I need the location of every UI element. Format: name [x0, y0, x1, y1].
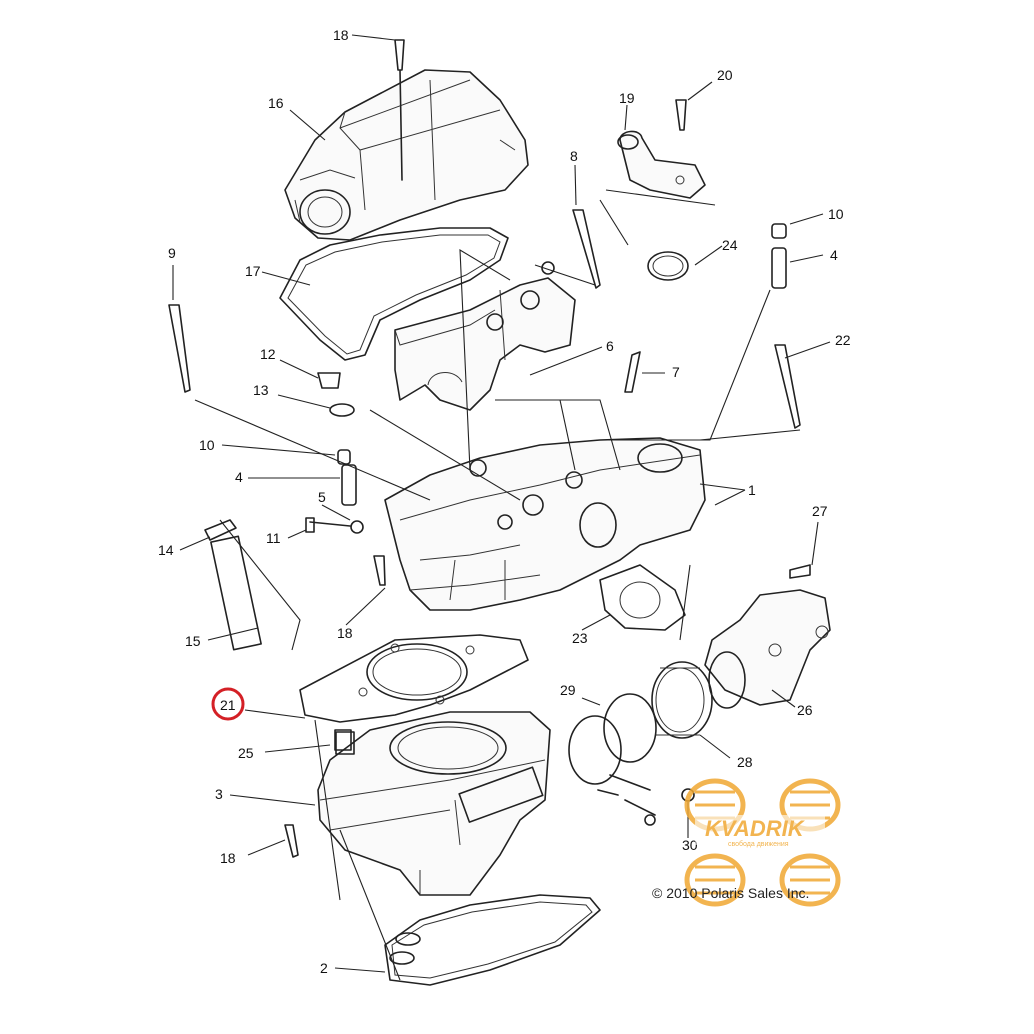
- callout-8: 8: [570, 148, 578, 164]
- piston-rings-part: [568, 693, 657, 785]
- highlight-ring: [211, 687, 245, 721]
- cylinder-part: [317, 711, 551, 896]
- cam-carrier-part: [394, 261, 576, 411]
- callout-30: 30: [682, 837, 698, 853]
- callout-2: 2: [320, 960, 328, 976]
- callout-16: 16: [268, 95, 284, 111]
- callout-3: 3: [215, 786, 223, 802]
- callout-13: 13: [253, 382, 269, 398]
- watermark-tagline: свобода движения: [728, 840, 789, 848]
- callout-18-bottom: 18: [220, 850, 236, 866]
- valve-cover-part: [284, 69, 529, 241]
- piston-part: [651, 661, 713, 739]
- callout-26: 26: [797, 702, 813, 718]
- callout-27: 27: [812, 503, 828, 519]
- callout-22: 22: [835, 332, 851, 348]
- callout-17: 17: [245, 263, 261, 279]
- callout-14: 14: [158, 542, 174, 558]
- callout-4-right: 4: [830, 247, 838, 263]
- callout-10-right: 10: [828, 206, 844, 222]
- callout-9: 9: [168, 245, 176, 261]
- thermostat-housing-part: [617, 130, 706, 199]
- callout-23: 23: [572, 630, 588, 646]
- callout-20: 20: [717, 67, 733, 83]
- callout-18-top: 18: [333, 27, 349, 43]
- callout-1: 1: [748, 482, 756, 498]
- o-ring-part: [647, 251, 689, 281]
- cylinder-head-part: [384, 437, 706, 611]
- intake-gasket-part: [599, 564, 686, 631]
- callout-18-middle: 18: [337, 625, 353, 641]
- callout-6: 6: [606, 338, 614, 354]
- callout-leaders: [172, 34, 831, 973]
- callout-5: 5: [318, 489, 326, 505]
- bolts-and-studs: [168, 39, 811, 858]
- callout-10-left: 10: [199, 437, 215, 453]
- callout-11: 11: [266, 530, 281, 546]
- callout-19: 19: [619, 90, 635, 106]
- callout-28: 28: [737, 754, 753, 770]
- watermark-brand: KVADRIK: [705, 816, 806, 841]
- callout-29: 29: [560, 682, 576, 698]
- callout-24: 24: [722, 237, 738, 253]
- callout-25: 25: [238, 745, 254, 761]
- callout-7: 7: [672, 364, 680, 380]
- watermark-logo: KVADRIK свобода движения: [684, 778, 841, 907]
- copyright-text: © 2010 Polaris Sales Inc.: [652, 885, 809, 901]
- callout-4-left: 4: [235, 469, 243, 485]
- head-gasket-part: [299, 634, 529, 723]
- base-gasket-part: [384, 894, 601, 986]
- assembly-lines: [194, 189, 801, 981]
- valve-cover-gasket-part: [279, 227, 509, 361]
- callout-15: 15: [185, 633, 201, 649]
- callout-21: 21: [220, 697, 236, 713]
- intake-boot-part: [704, 589, 831, 709]
- callout-labels: 18 16 19 20 8 10 4 17 24 9 22 12 6 7 13 …: [158, 27, 851, 976]
- callout-12: 12: [260, 346, 276, 362]
